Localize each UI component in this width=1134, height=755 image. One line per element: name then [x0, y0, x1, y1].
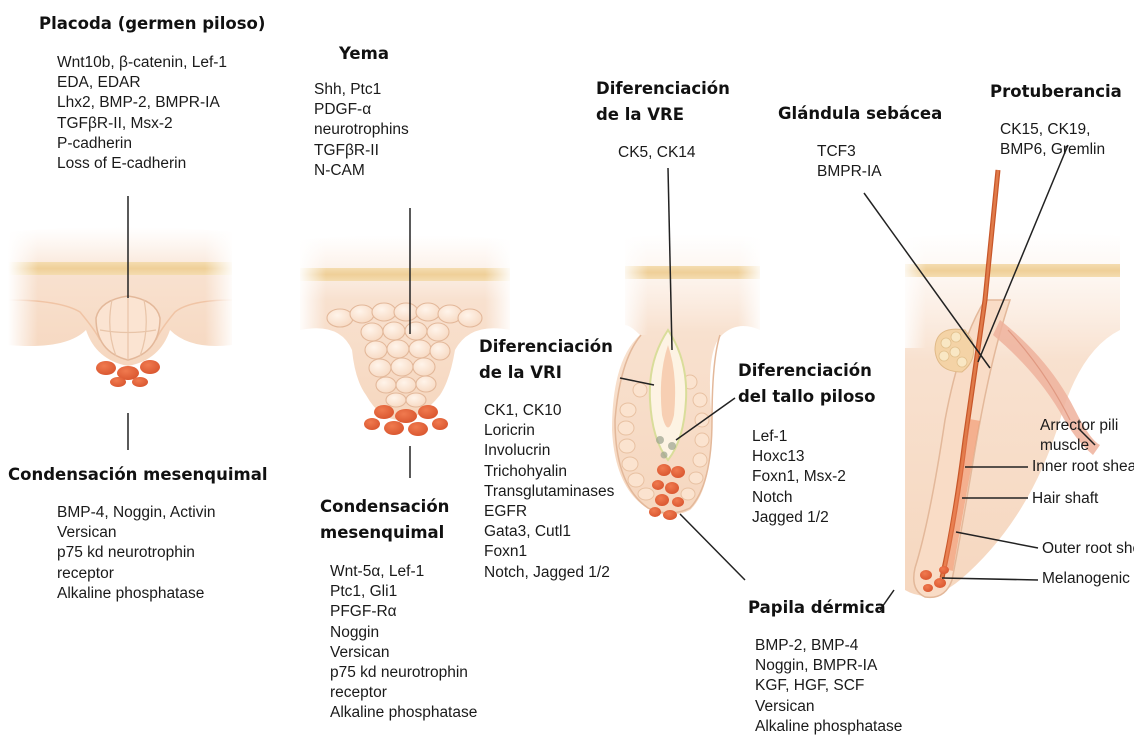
marker-item: Gata3, Cutl1 [484, 522, 614, 542]
marker-item: Versican [330, 643, 477, 663]
shaft-heading-line2: del tallo piloso [738, 386, 875, 408]
marker-item: receptor [330, 683, 477, 703]
marker-item: Versican [57, 523, 216, 543]
bud-heading: Yema [339, 43, 389, 65]
outer-root-sheath-label: Outer root sheath [1042, 539, 1134, 558]
marker-item: Wnt10b, β-catenin, Lef-1 [57, 53, 227, 73]
bulge-heading: Protuberancia [990, 81, 1122, 103]
marker-item: Wnt-5α, Lef-1 [330, 562, 477, 582]
vre-marker-list: CK5, CK14 [618, 143, 696, 163]
marker-item: Notch, Jagged 1/2 [484, 563, 614, 583]
vri-heading-line1: Diferenciación [479, 336, 613, 358]
marker-item: PDGF-α [314, 100, 409, 120]
marker-item: Involucrin [484, 441, 614, 461]
inner-root-sheath-label: Inner root sheath [1032, 457, 1134, 476]
hair-shaft-label: Hair shaft [1032, 489, 1098, 508]
marker-item: PFGF-Rα [330, 602, 477, 622]
shaft-heading-line1: Diferenciación [738, 360, 872, 382]
marker-item: Transglutaminases [484, 482, 614, 502]
marker-item: Alkaline phosphatase [755, 717, 902, 737]
marker-item: Versican [755, 697, 902, 717]
marker-item: receptor [57, 564, 216, 584]
marker-item: EDA, EDAR [57, 73, 227, 93]
marker-item: p75 kd neurotrophin [330, 663, 477, 683]
marker-item: Trichohyalin [484, 462, 614, 482]
papilla-heading: Papila dérmica [748, 597, 886, 619]
marker-item: EGFR [484, 502, 614, 522]
marker-item: CK5, CK14 [618, 143, 696, 163]
marker-item: TGFβR-II [314, 141, 409, 161]
marker-item: neurotrophins [314, 120, 409, 140]
sebaceous-gland-heading: Glándula sebácea [778, 103, 942, 125]
marker-item: Jagged 1/2 [752, 508, 846, 528]
marker-item: P-cadherin [57, 134, 227, 154]
marker-item: Foxn1, Msx-2 [752, 467, 846, 487]
mesenchymal-condensation-heading: Condensación mesenquimal [8, 464, 268, 486]
marker-item: Loss of E-cadherin [57, 154, 227, 174]
vri-heading-line2: de la VRI [479, 362, 562, 384]
marker-item: Loricrin [484, 421, 614, 441]
marker-item: Lhx2, BMP-2, BMPR-IA [57, 93, 227, 113]
marker-item: Hoxc13 [752, 447, 846, 467]
marker-item: Noggin, BMPR-IA [755, 656, 902, 676]
marker-item: BMP6, Gremlin [1000, 140, 1105, 160]
marker-item: Notch [752, 488, 846, 508]
marker-item: Ptc1, Gli1 [330, 582, 477, 602]
arrector-pili-label-line2: muscle [1040, 436, 1089, 455]
bud-condensation-heading-line2: mesenquimal [320, 522, 444, 544]
vre-heading-line1: Diferenciación [596, 78, 730, 100]
melanogenic-area-label: Melanogenic area [1042, 569, 1134, 588]
marker-item: KGF, HGF, SCF [755, 676, 902, 696]
marker-item: Noggin [330, 623, 477, 643]
arrector-pili-label-line1: Arrector pili [1040, 416, 1118, 435]
placode-heading: Placoda (germen piloso) [39, 13, 265, 35]
placode-stage [8, 196, 235, 450]
marker-item: Foxn1 [484, 542, 614, 562]
marker-item: Lef-1 [752, 427, 846, 447]
marker-item: Shh, Ptc1 [314, 80, 409, 100]
marker-item: Alkaline phosphatase [330, 703, 477, 723]
marker-item: TGFβR-II, Msx-2 [57, 114, 227, 134]
marker-item: TCF3 [817, 142, 882, 162]
marker-item: p75 kd neurotrophin [57, 543, 216, 563]
marker-item: BMP-4, Noggin, Activin [57, 503, 216, 523]
bud-condensation-heading-line1: Condensación [320, 496, 449, 518]
marker-item: Alkaline phosphatase [57, 584, 216, 604]
marker-item: N-CAM [314, 161, 409, 181]
bulge-marker-list: CK15, CK19,BMP6, Gremlin [1000, 120, 1105, 160]
marker-item: CK15, CK19, [1000, 120, 1105, 140]
marker-item: BMPR-IA [817, 162, 882, 182]
vre-heading-line2: de la VRE [596, 104, 684, 126]
marker-item: BMP-2, BMP-4 [755, 636, 902, 656]
marker-item: CK1, CK10 [484, 401, 614, 421]
